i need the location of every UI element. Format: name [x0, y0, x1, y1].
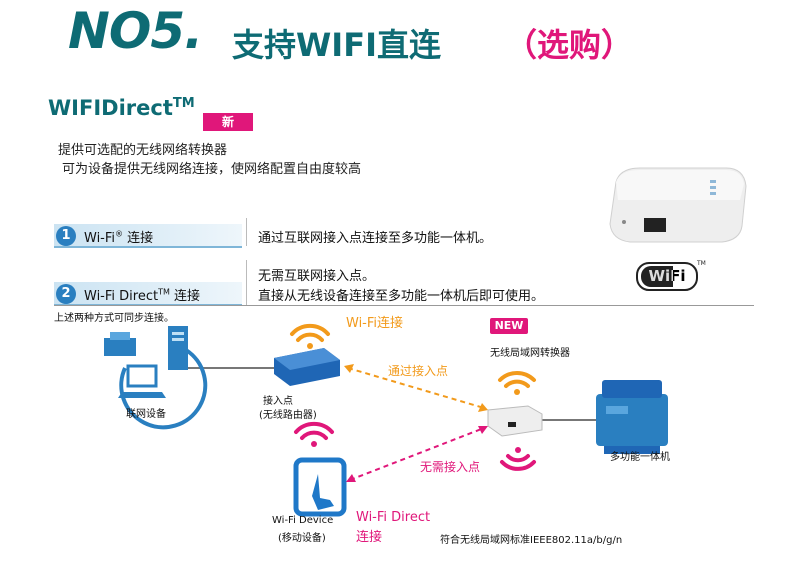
divider-line	[54, 305, 754, 306]
section-desc-1: 提供可选配的无线网络转换器	[58, 143, 228, 158]
note-both: 上述两种方式可同步连接。	[54, 313, 174, 324]
wifi-link-label: Wi-Fi连接	[346, 316, 404, 331]
row-2-desc-1: 无需互联网接入点。	[258, 269, 376, 284]
row-2-desc-2: 直接从无线设备连接至多功能一体机后即可使用。	[258, 289, 545, 304]
mobile-label: Wi-Fi Device	[272, 515, 334, 526]
row-2-tm: TM	[158, 287, 170, 297]
row-1-bar	[54, 224, 242, 248]
via-ap-arrow	[347, 367, 485, 409]
mobile-sublabel: (移动设备)	[278, 533, 326, 544]
row-2-divider	[246, 260, 247, 306]
row-2-label: Wi-Fi DirectTM 连接	[84, 285, 200, 304]
wifi-direct-link-label: Wi-Fi Direct	[356, 510, 431, 525]
row-2-label-suffix: 连接	[169, 289, 201, 304]
ap-wifi-signal-icon	[290, 323, 330, 349]
new-tag: NEW	[490, 318, 528, 334]
trademark-mark: TM	[172, 96, 195, 111]
via-ap-arrowhead-right	[478, 403, 488, 412]
page-title-number: NO5.	[68, 2, 203, 60]
mobile-device-icon	[293, 457, 347, 517]
network-devices-icon	[104, 326, 208, 430]
wifi-logo-tm: TM	[697, 260, 706, 267]
no-ap-arrowhead-left	[346, 474, 356, 482]
converter-direct-signal-icon	[500, 447, 536, 471]
row-1-number: 1	[56, 226, 76, 246]
converter-label: 无线局域网转换器	[490, 348, 570, 359]
row-1-label: Wi-Fi® 连接	[84, 227, 153, 246]
row-1-label-suffix: 连接	[123, 231, 154, 246]
wifi-logo: WiFi	[636, 262, 698, 291]
access-point-icon	[274, 348, 340, 386]
network-devices-label: 联网设备	[126, 409, 166, 420]
new-badge: 新	[203, 113, 253, 131]
converter-wifi-signal-icon	[498, 370, 536, 395]
via-ap-arrowhead-left	[344, 364, 354, 373]
multifunction-printer-icon	[596, 380, 668, 454]
ap-label: 接入点	[263, 396, 293, 407]
standard-label: 符合无线局域网标准IEEE802.11a/b/g/n	[440, 535, 623, 546]
row-1-label-text: Wi-Fi	[84, 231, 116, 246]
optional-label: （选购）	[505, 26, 634, 64]
row-2-number: 2	[56, 284, 76, 304]
wifi-direct-link-label-2: 连接	[356, 530, 383, 545]
mobile-direct-signal-icon	[294, 421, 334, 447]
converter-photo	[609, 167, 747, 243]
network-diagram	[104, 323, 668, 517]
section-desc-2: 可为设备提供无线网络连接，使网络配置自由度较高	[62, 162, 362, 177]
mfp-label: 多功能一体机	[610, 452, 670, 463]
row-2-label-text: Wi-Fi Direct	[84, 289, 159, 304]
row-1-desc: 通过互联网接入点连接至多功能一体机。	[258, 231, 493, 246]
ap-sublabel: (无线路由器)	[259, 410, 317, 421]
section-title-text: WIFIDirect	[48, 96, 173, 120]
no-ap-arrow	[349, 427, 485, 481]
wifi-logo-text: WiFi	[648, 267, 686, 285]
converter-icon	[487, 405, 543, 437]
row-1-reg: ®	[115, 229, 124, 239]
no-ap-arrowhead-right	[478, 426, 488, 434]
row-1-divider	[246, 218, 247, 246]
page-title: 支持WIFI直连	[232, 26, 441, 64]
via-ap-label: 通过接入点	[388, 364, 449, 378]
section-title: WIFIDirectTM	[48, 96, 195, 120]
no-ap-label: 无需接入点	[420, 460, 481, 474]
